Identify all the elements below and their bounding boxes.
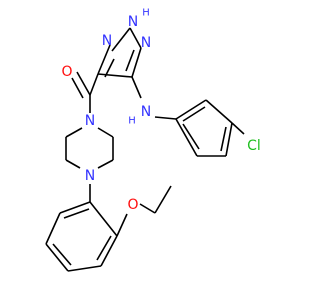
molecule-structure-diagram: N H N N O N H Cl N N O — [45, 7, 261, 272]
bond-chlorophenyl-5 — [175, 118, 198, 157]
bond-ethoxyphenyl-5-inner — [96, 235, 112, 261]
bond-ethoxyphenyl-4 — [67, 265, 102, 272]
bond-aryl-o-ether — [116, 213, 128, 237]
label-h-amine: H — [128, 116, 136, 127]
bond-carbonyl-c-o-double — [71, 77, 84, 99]
bond-aryl-cl — [231, 122, 245, 135]
label-n-triazole-lower: N — [141, 35, 151, 51]
bond-ethoxyphenyl-2 — [45, 212, 61, 245]
label-n-piperazine-top: N — [85, 113, 95, 129]
label-n-triazole-h: N — [128, 14, 138, 30]
label-n-piperazine-bottom: N — [85, 168, 95, 184]
bond-ethoxyphenyl-5 — [100, 235, 118, 267]
atom-labels: N H N N O N H Cl N N O — [61, 8, 260, 214]
label-cl: Cl — [247, 138, 261, 154]
bond-chlorophenyl-3 — [225, 122, 233, 157]
bond-chlorophenyl-5-inner — [182, 123, 200, 150]
bond-triazole-c5-n1-double — [125, 49, 135, 72]
bond-o-ch2 — [139, 203, 156, 214]
bond-triazole-n1-n2 — [129, 27, 142, 49]
label-o-carbonyl: O — [61, 64, 72, 80]
bond-piperazine-3 — [65, 159, 81, 169]
label-o-ether: O — [127, 197, 138, 213]
bond-c5-nh — [131, 76, 142, 99]
bond-ethoxyphenyl-3 — [45, 243, 69, 272]
bond-carbonyl-c-triazole — [89, 73, 99, 96]
bond-triazole-n2-n3 — [111, 27, 131, 52]
bond-piperazine-4 — [97, 159, 114, 169]
bond-chlorophenyl-3-inner — [220, 126, 227, 152]
bond-triazole-c4-c5 — [97, 73, 133, 78]
label-n-triazole-left: N — [102, 33, 112, 49]
bonds — [45, 27, 245, 272]
bond-chlorophenyl-1-inner — [182, 106, 206, 122]
bond-carbonyl-c-o — [76, 71, 91, 96]
bond-ethoxyphenyl-6 — [89, 201, 118, 237]
bond-piperazine-6 — [97, 127, 114, 138]
bond-triazole-n3-c4 — [97, 44, 111, 75]
triazole-nh: N H — [128, 8, 150, 31]
bond-ethoxyphenyl-3-inner — [52, 243, 72, 266]
label-n-amine: N — [141, 104, 151, 120]
bond-chlorophenyl-2 — [205, 99, 233, 124]
bond-ethoxyphenyl-1-inner — [63, 208, 90, 219]
bond-piperazine-1 — [65, 127, 83, 138]
amine-nh: N H — [128, 104, 151, 127]
bond-chlorophenyl-1 — [175, 99, 207, 120]
bond-ch2-ch3 — [154, 185, 172, 214]
bond-nh-aryl — [154, 116, 177, 120]
bond-triazole-c5-n1 — [131, 47, 142, 78]
label-h-triazole: H — [142, 8, 150, 19]
bond-ethoxyphenyl-1 — [59, 201, 91, 214]
